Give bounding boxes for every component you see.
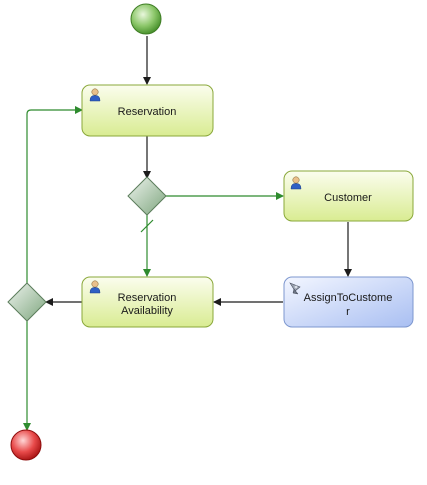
- user-icon: [89, 280, 101, 294]
- task-label-line-1: Reservation: [118, 292, 177, 304]
- flow-gateway-loop-to-reservation[interactable]: [26, 106, 83, 283]
- end-event[interactable]: [10, 429, 42, 461]
- task-box: [81, 84, 214, 137]
- user-icon: [290, 176, 302, 190]
- user-icon: [89, 88, 101, 102]
- end-event-circle: [10, 429, 42, 461]
- gateway-diamond: [7, 282, 47, 322]
- task-reservation-availability[interactable]: Reservation Availability: [81, 276, 214, 328]
- exclusive-gateway-merge[interactable]: [7, 282, 47, 322]
- start-event-circle: [130, 3, 162, 35]
- task-box: [283, 170, 414, 222]
- task-label: Customer: [324, 192, 372, 204]
- gear-icon: [289, 282, 301, 295]
- start-event[interactable]: [130, 3, 162, 35]
- task-label-line-2: Availability: [121, 305, 173, 317]
- gateway-diamond: [127, 176, 167, 216]
- task-box: [283, 276, 414, 328]
- task-reservation[interactable]: Reservation: [81, 84, 214, 137]
- task-customer[interactable]: Customer: [283, 170, 414, 222]
- sequence-flows: [23, 36, 352, 431]
- task-label-line-2: r: [346, 306, 350, 318]
- default-flow-slash-marker: [140, 219, 154, 233]
- task-assign-to-customer[interactable]: AssignToCustome r: [283, 276, 414, 328]
- task-box: [81, 276, 214, 328]
- task-label-line-1: AssignToCustome: [304, 292, 393, 304]
- exclusive-gateway-split[interactable]: [127, 176, 167, 216]
- task-label: Reservation: [118, 106, 177, 118]
